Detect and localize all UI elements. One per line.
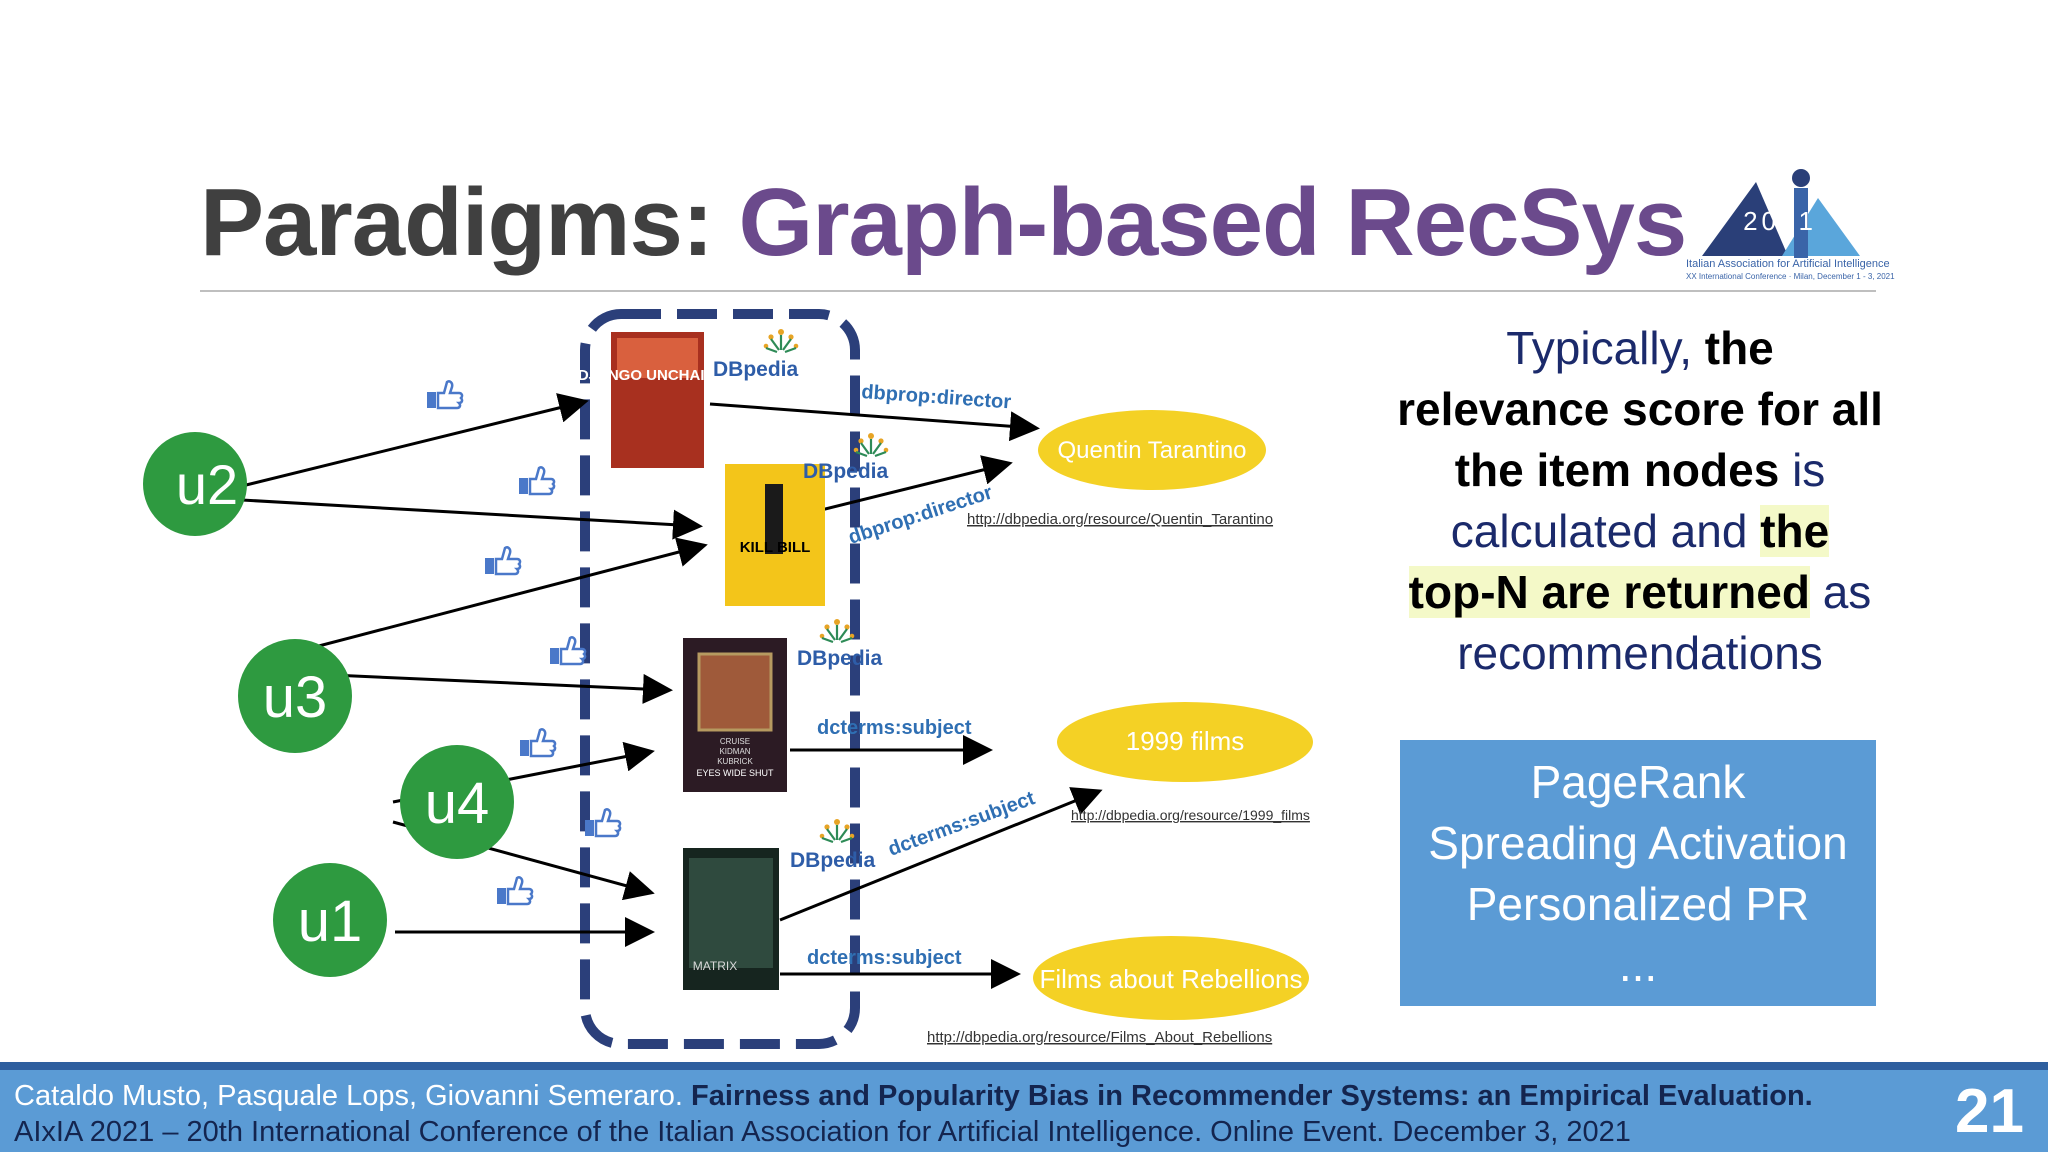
entity-label-tarantino: Quentin Tarantino: [1057, 437, 1246, 464]
edge-label-subject-1: dcterms:subject: [817, 717, 972, 739]
edge-u2-django: [241, 393, 589, 488]
slide-title: Paradigms: Graph-based RecSys: [200, 168, 1688, 278]
footer-citation: Cataldo Musto, Pasquale Lops, Giovanni S…: [14, 1080, 1813, 1113]
description-the-highlight: the: [1760, 505, 1830, 557]
footer-top-strip: [0, 1062, 2048, 1070]
algorithm-more: ...: [1618, 939, 1658, 991]
footer-authors: Cataldo Musto, Pasquale Lops, Giovanni S…: [14, 1080, 692, 1112]
edge-label-director-1: dbprop:director: [861, 381, 1012, 413]
logo-caption: Italian Association for Artificial Intel…: [1686, 258, 1890, 270]
algorithms-box: PageRank Spreading Activation Personaliz…: [1400, 740, 1876, 1006]
uri-rebellions[interactable]: http://dbpedia.org/resource/Films_About_…: [927, 1029, 1272, 1046]
entity-label-rebellions: Films about Rebellions: [1039, 964, 1302, 994]
description-is: is: [1779, 444, 1826, 496]
edge-u2-killbill: [241, 498, 703, 540]
description-line-5: top-N are returned as: [1380, 562, 1900, 623]
description-line-1: Typically, the: [1380, 318, 1900, 379]
poster-eyes-credit-1: CRUISE: [720, 737, 750, 746]
poster-eyes-frame: [697, 652, 773, 732]
aixia-logo: 2021: [1702, 169, 1860, 258]
description-typically: Typically,: [1506, 322, 1705, 374]
entity-label-1999-films: 1999 films: [1126, 726, 1245, 756]
dbpedia-logo-icon: [762, 327, 800, 354]
title-part-1: Paradigms:: [200, 169, 739, 276]
poster-killbill-title: KILL BILL: [740, 539, 811, 556]
page-number: 21: [1955, 1077, 2024, 1146]
poster-django-title: DJANGO UNCHAINED: [578, 367, 737, 384]
logo-dark-triangle: [1702, 182, 1788, 256]
user-node-u2: [143, 432, 247, 536]
poster-eyes-credit-2: KIDMAN: [719, 747, 750, 756]
description-as: as: [1809, 566, 1872, 618]
poster-eyes-credit-3: KUBRICK: [717, 757, 753, 766]
description-calculated: calculated and: [1450, 505, 1761, 557]
user-node-u3: [238, 639, 352, 753]
logo-subcaption: XX International Conference · Milan, Dec…: [1686, 272, 1895, 281]
poster-killbill-figure: [765, 484, 783, 554]
graph-diagram: u2 u3 u4 u1 DJANGO UNCHAINED KILL BILL C…: [143, 309, 1313, 1049]
thumbs-up-icon: [583, 808, 622, 838]
user-node-u1: [273, 863, 387, 977]
title-part-2: Graph-based RecSys: [738, 169, 1688, 276]
uri-1999-films[interactable]: http://dbpedia.org/resource/1999_films: [1071, 807, 1310, 823]
description-line-4: calculated and the: [1380, 501, 1900, 562]
dbpedia-label: DBpedia: [713, 358, 799, 381]
edge-killbill-tarantino: [804, 455, 1013, 516]
thumbs-up-icon: [517, 466, 556, 496]
thumbs-up-icon: [483, 546, 522, 576]
thumbs-up-icon: [495, 876, 534, 906]
edge-django-tarantino: [709, 402, 1040, 442]
poster-eyes-title: EYES WIDE SHUT: [696, 768, 774, 778]
poster-matrix-title: MATRIX: [693, 959, 737, 973]
poster-matrix-figures: [689, 858, 773, 968]
footer-paper-title: Fairness and Popularity Bias in Recommen…: [691, 1080, 1813, 1112]
dbpedia-logo-icon: [818, 817, 856, 844]
item-nodes-frame: [580, 309, 860, 1049]
dbpedia-label: DBpedia: [797, 647, 883, 670]
edge-matrix-1999: [779, 787, 1103, 922]
description-relevance-score: relevance score for all: [1397, 383, 1883, 435]
footer-bar: [0, 1062, 2048, 1152]
description-item-nodes: the item nodes: [1454, 444, 1780, 496]
algorithm-pagerank: PageRank: [1530, 756, 1746, 808]
user-label-u1: u1: [298, 889, 363, 954]
description-line-3: the item nodes is: [1380, 440, 1900, 501]
title-divider: [200, 290, 1876, 292]
description-line-2: relevance score for all: [1380, 379, 1900, 440]
description-top-n: top-N are returned: [1408, 566, 1810, 618]
user-label-u4: u4: [425, 771, 490, 836]
description-recommendations: recommendations: [1457, 627, 1823, 679]
dbpedia-label: DBpedia: [790, 849, 876, 872]
footer-venue: AIxIA 2021 – 20th International Conferen…: [14, 1116, 1631, 1148]
description-the: the: [1704, 322, 1774, 374]
dbpedia-label: DBpedia: [803, 460, 889, 483]
user-label-u3: u3: [263, 665, 328, 730]
algorithm-personalized-pr: Personalized PR: [1466, 878, 1810, 930]
entity-node-1999-films: [1057, 702, 1313, 782]
description-line-6: recommendations: [1380, 623, 1900, 684]
thumbs-up-icon: [548, 636, 587, 666]
poster-django-sky: [617, 338, 698, 378]
logo-bar: [1794, 188, 1808, 258]
algorithm-spreading-activation: Spreading Activation: [1428, 817, 1848, 869]
thumbs-up-icon: [425, 380, 464, 410]
user-node-u4: [400, 745, 514, 859]
uri-tarantino[interactable]: http://dbpedia.org/resource/Quentin_Tara…: [967, 511, 1273, 528]
logo-dot: [1792, 169, 1810, 187]
edge-label-subject-3: dcterms:subject: [807, 947, 962, 969]
user-label-u2: u2: [176, 453, 238, 516]
logo-year: 2021: [1743, 206, 1817, 236]
description-text: Typically, the relevance score for all t…: [1380, 318, 1900, 684]
entity-node-rebellions: [1033, 936, 1309, 1020]
dbpedia-logo-icon: [818, 617, 856, 644]
thumbs-up-icon: [518, 728, 557, 758]
entity-node-tarantino: [1038, 410, 1266, 490]
edge-u3-killbill: [264, 537, 708, 662]
